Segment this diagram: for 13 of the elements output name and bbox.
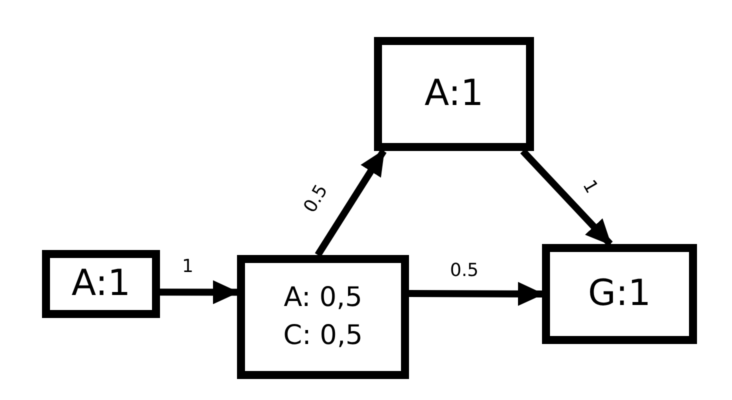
- state-label: G:1: [588, 274, 651, 314]
- arrow: [520, 148, 613, 246]
- state-label: C: 0,5: [283, 321, 363, 351]
- arrow: [408, 282, 544, 306]
- state-box: [374, 37, 534, 151]
- state-label: A:1: [71, 264, 131, 304]
- state-label: A:1: [424, 74, 484, 114]
- state-box: [42, 250, 160, 318]
- arrow: [160, 280, 239, 304]
- state-box: [237, 255, 409, 379]
- state-label: A: 0,5: [284, 283, 362, 313]
- arrow: [314, 149, 387, 257]
- state-box: [542, 244, 697, 344]
